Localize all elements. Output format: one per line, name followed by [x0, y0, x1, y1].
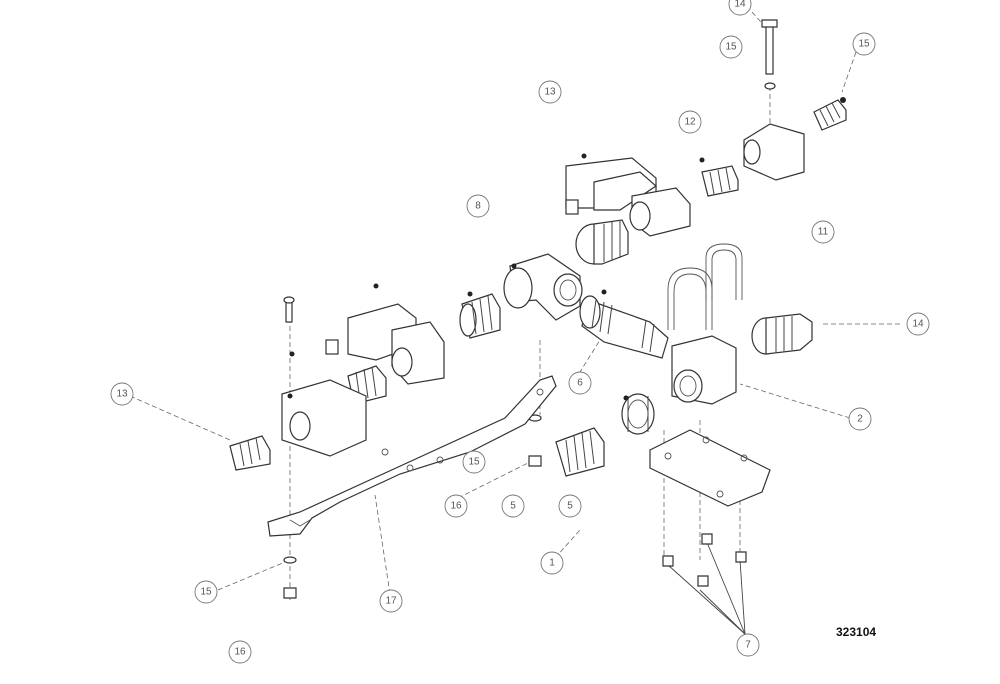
callout-15-a-label: 15 [725, 42, 737, 53]
callout-15-mid: 15 [462, 450, 486, 474]
callout-8-mid-label: 8 [475, 201, 481, 212]
lower-right-plate [649, 243, 771, 507]
callout-1-bottom: 1 [540, 551, 564, 575]
callout-13-upper-mid: 13 [538, 80, 562, 104]
callout-16-lower-left-label: 16 [234, 647, 246, 658]
leader-lines [129, 11, 900, 635]
callout-5-a: 5 [501, 494, 525, 518]
callout-14-right: 14 [906, 312, 930, 336]
callout-7-bottom-label: 7 [745, 640, 751, 651]
hardware [283, 19, 778, 599]
callout-6-mid: 6 [568, 371, 592, 395]
callout-5-a-label: 5 [510, 501, 516, 512]
callout-14-top-label: 14 [734, 0, 746, 10]
callout-14-top: 14 [728, 0, 752, 16]
callout-13-upper-mid-label: 13 [544, 87, 556, 98]
callout-11-right-mid: 11 [811, 220, 835, 244]
callout-15-mid-label: 15 [468, 457, 480, 468]
callout-15-lower-left: 15 [194, 580, 218, 604]
right-tee-body [671, 335, 737, 405]
callout-2-right-label: 2 [857, 414, 863, 425]
mounting-bracket [267, 375, 557, 537]
figure-number: 323104 [836, 625, 876, 639]
callouts: 14 15 15 13 12 11 8 14 [110, 0, 930, 664]
callout-13-left: 13 [110, 382, 134, 406]
callout-5-b: 5 [558, 494, 582, 518]
callout-16-mid: 16 [444, 494, 468, 518]
callout-2-right: 2 [848, 407, 872, 431]
callout-8-mid: 8 [466, 194, 490, 218]
callout-7-bottom: 7 [736, 633, 760, 657]
callout-17-bottom-label: 17 [385, 596, 397, 607]
callout-17-bottom: 17 [379, 589, 403, 613]
callout-15-lower-left-label: 15 [200, 587, 212, 598]
callout-12-upper-mid: 12 [678, 110, 702, 134]
callout-15-b-label: 15 [858, 39, 870, 50]
callout-12-upper-mid-label: 12 [684, 117, 696, 128]
fittings [229, 97, 847, 477]
callout-5-b-label: 5 [567, 501, 573, 512]
callout-15-a: 15 [719, 35, 743, 59]
callout-13-left-label: 13 [116, 389, 128, 400]
callout-14-right-label: 14 [912, 319, 924, 330]
callout-1-bottom-label: 1 [549, 558, 555, 569]
callout-11-right-mid-label: 11 [818, 227, 829, 238]
callout-15-b: 15 [852, 32, 876, 56]
callout-16-lower-left: 16 [228, 640, 252, 664]
callout-16-mid-label: 16 [450, 501, 462, 512]
callout-6-mid-label: 6 [577, 378, 583, 389]
